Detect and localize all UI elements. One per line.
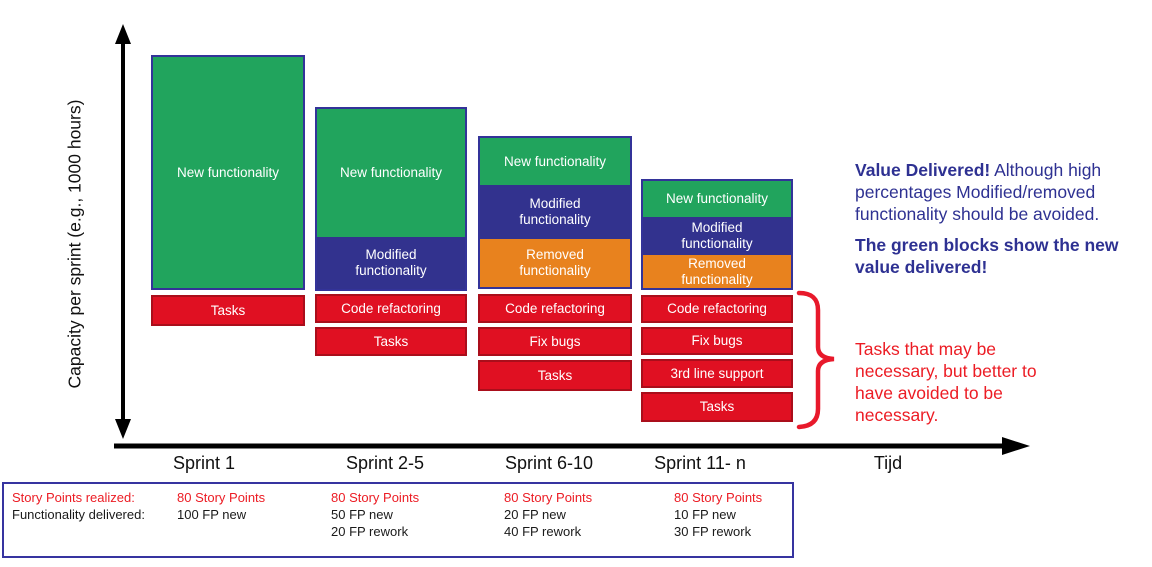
block-label: Tasks — [210, 302, 246, 318]
block-label: Code refactoring — [667, 301, 767, 316]
table-column: 80 Story Points 50 FP new 20 FP rework — [331, 489, 419, 540]
mod-functionality-segment: Modified functionality — [643, 217, 791, 255]
sprint-label: Sprint 2-5 — [345, 453, 425, 473]
story-points-value: 80 Story Points — [331, 490, 420, 505]
table-column: 80 Story Points 10 FP new 30 FP rework — [674, 489, 762, 540]
task-block: Tasks — [151, 295, 305, 326]
y-axis-down-arrowhead-icon — [115, 419, 131, 439]
mod-functionality-segment: Modified functionality — [480, 185, 630, 239]
block-label: Fix bugs — [529, 333, 581, 349]
new-functionality-segment: New functionality — [643, 181, 791, 217]
block-label: Modified functionality — [681, 220, 753, 251]
block-label: Modified functionality — [519, 196, 591, 227]
table-column: 80 Story Points 100 FP new — [177, 489, 265, 523]
value-delivered-note-bold: Value Delivered! — [855, 160, 991, 180]
task-block: 3rd line support — [641, 359, 793, 388]
block-label: Modified functionality — [355, 247, 427, 278]
story-points-value: 80 Story Points — [504, 490, 593, 505]
legend-table: Story Points realized: Functionality del… — [2, 482, 794, 558]
mod-functionality-segment: Modified functionality — [317, 237, 465, 289]
delivered-value: 10 FP new — [674, 507, 736, 522]
task-block: Tasks — [315, 327, 467, 356]
y-axis-label: Capacity per sprint (e.g., 1000 hours) — [64, 99, 85, 389]
delivered-value: 20 FP new — [504, 507, 566, 522]
story-points-value: 80 Story Points — [674, 490, 763, 505]
task-block: Tasks — [478, 360, 632, 391]
story-points-row-label: Story Points realized: — [12, 490, 135, 505]
y-axis-up-arrowhead-icon — [115, 24, 131, 44]
block-label: New functionality — [176, 164, 280, 180]
delivered-value: 30 FP rework — [674, 524, 752, 539]
block-label: Tasks — [699, 399, 735, 414]
value-delivered-note: Value Delivered! Although high percentag… — [855, 159, 1152, 278]
tasks-note: Tasks that may be necessary, but better … — [855, 339, 1037, 425]
task-block: Fix bugs — [478, 327, 632, 356]
task-block: Code refactoring — [641, 295, 793, 323]
block-label: Tasks — [537, 367, 573, 383]
green-blocks-note: The green blocks show the new value deli… — [855, 235, 1119, 277]
block-label: Code refactoring — [341, 300, 441, 316]
x-axis-arrowhead-icon — [1002, 437, 1030, 455]
new-functionality-segment: New functionality — [480, 138, 630, 185]
task-block: Tasks — [641, 392, 793, 422]
block-label: Removed functionality — [519, 247, 591, 278]
story-points-value: 80 Story Points — [177, 490, 266, 505]
task-block: Fix bugs — [641, 327, 793, 355]
value-delivered-note-rest: Although high percentages Modified/remov… — [855, 160, 1102, 224]
block-label: Code refactoring — [505, 300, 605, 316]
sprint-label: Sprint 11- n — [654, 453, 746, 473]
block-label: Tasks — [373, 333, 409, 349]
task-block: Code refactoring — [315, 294, 467, 323]
delivered-value: 50 FP new — [331, 507, 393, 522]
sprint-label: Sprint 1 — [172, 453, 236, 473]
sprint-label: Sprint 6-10 — [504, 453, 594, 473]
new-functionality-segment: New functionality — [317, 109, 465, 237]
block-label: New functionality — [503, 153, 607, 169]
block-label: New functionality — [339, 165, 443, 180]
block-label: Removed functionality — [681, 255, 753, 287]
tasks-brace-icon — [796, 290, 835, 430]
delivered-value: 20 FP rework — [331, 524, 409, 539]
delivered-value: 40 FP rework — [504, 524, 582, 539]
delivered-value: 100 FP new — [177, 507, 247, 522]
legend-table-row-labels: Story Points realized: Functionality del… — [12, 489, 145, 523]
block-label: 3rd line support — [670, 365, 764, 381]
x-axis-time-label: Tijd — [873, 453, 903, 473]
block-label: New functionality — [665, 191, 769, 206]
functionality-row-label: Functionality delivered: — [12, 507, 145, 522]
table-column: 80 Story Points 20 FP new 40 FP rework — [504, 489, 592, 540]
task-block: Code refactoring — [478, 294, 632, 323]
functionality-box: New functionality — [151, 55, 305, 290]
new-functionality-segment: New functionality — [153, 57, 303, 288]
rem-functionality-segment: Removed functionality — [643, 255, 791, 288]
rem-functionality-segment: Removed functionality — [480, 239, 630, 287]
block-label: Fix bugs — [691, 333, 743, 348]
